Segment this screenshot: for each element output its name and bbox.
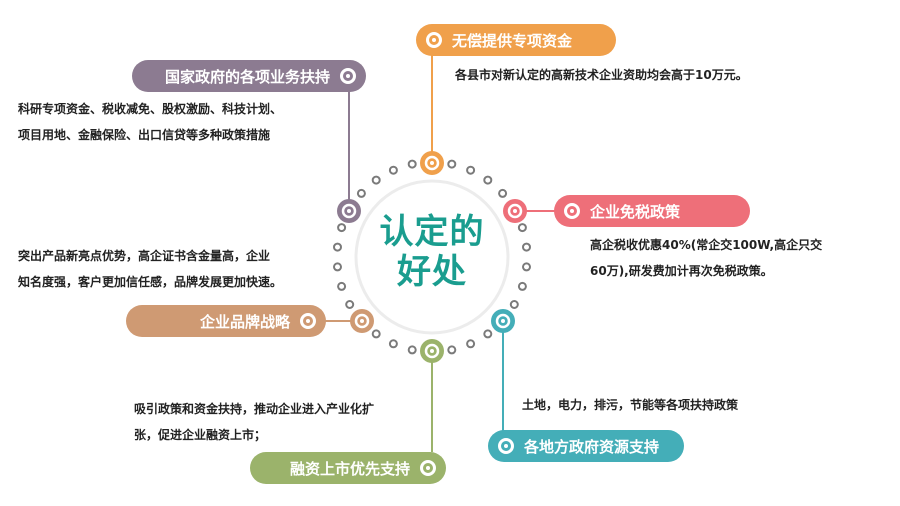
node-teal-icon: [491, 309, 515, 333]
center-title: 认定的 好处: [352, 212, 512, 292]
target-icon: [420, 460, 436, 476]
node-green-icon: [420, 339, 444, 363]
branch-brand-label: 企业品牌战略: [126, 305, 326, 337]
node-purple-icon: [337, 199, 361, 223]
branch-tax-label: 企业免税政策: [554, 195, 750, 227]
node-orange-icon: [420, 151, 444, 175]
target-icon: [426, 32, 442, 48]
dotted-ring: [333, 159, 531, 355]
target-icon: [564, 203, 580, 219]
target-icon: [300, 313, 316, 329]
branch-local-gov-desc: 土地，电力，排污，节能等各项扶持政策: [522, 398, 739, 412]
node-pink-icon: [503, 199, 527, 223]
target-icon: [340, 68, 356, 84]
node-brown-icon: [350, 309, 374, 333]
branch-local-gov-label: 各地方政府资源支持: [488, 430, 684, 462]
branch-financing-desc: 吸引政策和资金扶持，推动企业进入产业化扩 张，促进企业融资上市；: [134, 402, 375, 442]
branch-national-support-desc: 科研专项资金、税收减免、股权激励、科技计划、 项目用地、金融保险、出口信贷等多种…: [18, 102, 283, 142]
branch-funding-label: 无偿提供专项资金: [416, 24, 616, 56]
center-title-line1: 认定的: [379, 212, 485, 252]
target-icon: [498, 438, 514, 454]
branch-financing-label: 融资上市优先支持: [250, 452, 446, 484]
branch-brand-desc: 突出产品新亮点优势，高企证书含金量高，企业 知名度强，客户更加信任感，品牌发展更…: [18, 249, 283, 289]
center-title-line2: 好处: [397, 252, 467, 292]
branch-funding-desc: 各县市对新认定的高新技术企业资助均会高于10万元。: [455, 68, 748, 82]
branch-national-support-label: 国家政府的各项业务扶持: [132, 60, 366, 92]
center-circle: [354, 179, 510, 335]
branch-tax-desc: 高企税收优惠40%(常企交100W,高企只交 60万),研发费加计再次免税政策。: [590, 238, 823, 278]
